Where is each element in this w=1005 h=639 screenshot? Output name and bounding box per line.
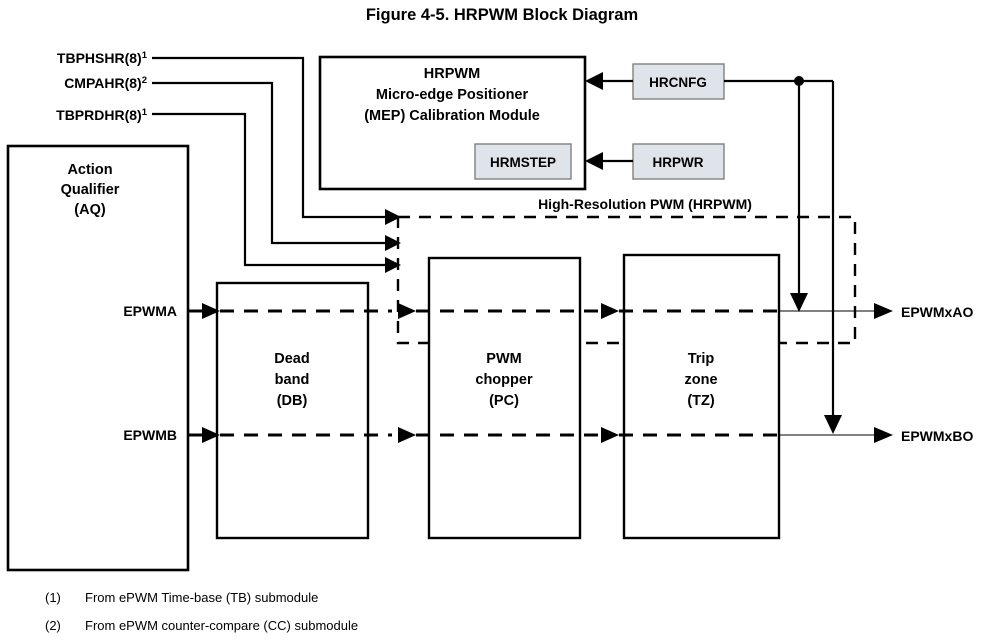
trip-zone-line2: zone: [684, 372, 717, 388]
hrpwm-region-boundary: [396, 215, 857, 345]
arrowhead-a-tz: [601, 303, 619, 319]
dead-band-line1: Dead: [274, 351, 309, 367]
hrmstep-register-label: HRMSTEP: [490, 155, 556, 170]
arrowhead-b-pc: [398, 427, 416, 443]
arrowhead-cmpahr: [385, 235, 401, 251]
input-label-tbphshr-footnote: 1: [142, 50, 148, 61]
input-label-tbprdhr-text: TBPRDHR(8): [56, 107, 142, 123]
input-label-cmpahr-text: CMPAHR(8): [64, 75, 142, 91]
output-label-epwmxao: EPWMxAO: [901, 304, 973, 320]
svg-text:TBPRDHR(8)1: TBPRDHR(8)1: [56, 107, 148, 124]
action-qualifier-line3: (AQ): [74, 202, 106, 218]
input-label-cmpahr: CMPAHR(8)2: [64, 75, 147, 92]
hrmstep-register-box[interactable]: [474, 143, 572, 180]
hrpwm-module-title-line3: (MEP) Calibration Module: [364, 108, 540, 124]
wire-cmpahr: [152, 81, 392, 245]
trip-zone-line3: (TZ): [687, 393, 715, 409]
pwm-chopper-line3: (PC): [489, 393, 519, 409]
input-label-tbphshr: TBPHSHR(8)1: [57, 50, 148, 67]
footnote-2-number: (2): [45, 618, 61, 633]
arrowhead-branch-b: [824, 415, 842, 434]
svg-text:CMPAHR(8)2: CMPAHR(8)2: [64, 75, 147, 92]
trip-zone-line1: Trip: [688, 351, 715, 367]
arrowhead-a-pc: [398, 303, 416, 319]
action-qualifier-out-b-label: EPWMB: [123, 427, 177, 443]
arrowhead-tbphshr: [385, 209, 401, 225]
wire-tbprdhr: [152, 112, 392, 267]
svg-text:TBPHSHR(8)1: TBPHSHR(8)1: [57, 50, 148, 67]
page-title: Figure 4-5. HRPWM Block Diagram: [366, 6, 638, 24]
input-label-tbprdhr-footnote: 1: [142, 107, 148, 118]
arrowhead-output-b: [874, 427, 893, 443]
action-qualifier-out-a-label: EPWMA: [123, 303, 177, 319]
hrpwr-register-label: HRPWR: [653, 155, 704, 170]
arrowhead-hrpwr-to-hrmstep: [585, 152, 603, 170]
arrowhead-branch-a: [790, 293, 808, 312]
dead-band-line2: band: [275, 372, 310, 388]
pwm-chopper-box: [427, 256, 582, 540]
arrowhead-b-tz: [601, 427, 619, 443]
pwm-chopper-line2: chopper: [475, 372, 533, 388]
arrowhead-b-db: [202, 427, 220, 443]
arrowhead-tbprdhr: [385, 257, 401, 273]
pwm-chopper-line1: PWM: [486, 351, 521, 367]
hrpwm-region-label: High-Resolution PWM (HRPWM): [538, 196, 752, 212]
footnote-1-text: From ePWM Time-base (TB) submodule: [85, 590, 318, 605]
footnote-1-number: (1): [45, 590, 61, 605]
input-label-tbprdhr: TBPRDHR(8)1: [56, 107, 148, 124]
output-label-epwmxbo: EPWMxBO: [901, 428, 973, 444]
trip-zone-box: [622, 253, 781, 540]
footnote-2-text: From ePWM counter-compare (CC) submodule: [85, 618, 358, 633]
input-label-cmpahr-footnote: 2: [142, 75, 147, 86]
action-qualifier-line2: Qualifier: [61, 182, 120, 198]
hrpwm-module-title-line2: Micro-edge Positioner: [376, 87, 529, 103]
arrowhead-a-db: [202, 303, 220, 319]
action-qualifier-box: [6, 144, 190, 572]
arrowhead-output-a: [874, 303, 893, 319]
hrcnfg-register-label: HRCNFG: [649, 75, 707, 90]
dead-band-box: [215, 281, 370, 540]
action-qualifier-line1: Action: [67, 162, 112, 178]
input-label-tbphshr-text: TBPHSHR(8): [57, 50, 142, 66]
wire-tbphshr: [152, 56, 392, 219]
dead-band-line3: (DB): [277, 393, 308, 409]
arrowhead-hrcnfg-to-hrpwm: [585, 72, 603, 90]
hrpwm-module-title-line1: HRPWM: [424, 66, 480, 82]
